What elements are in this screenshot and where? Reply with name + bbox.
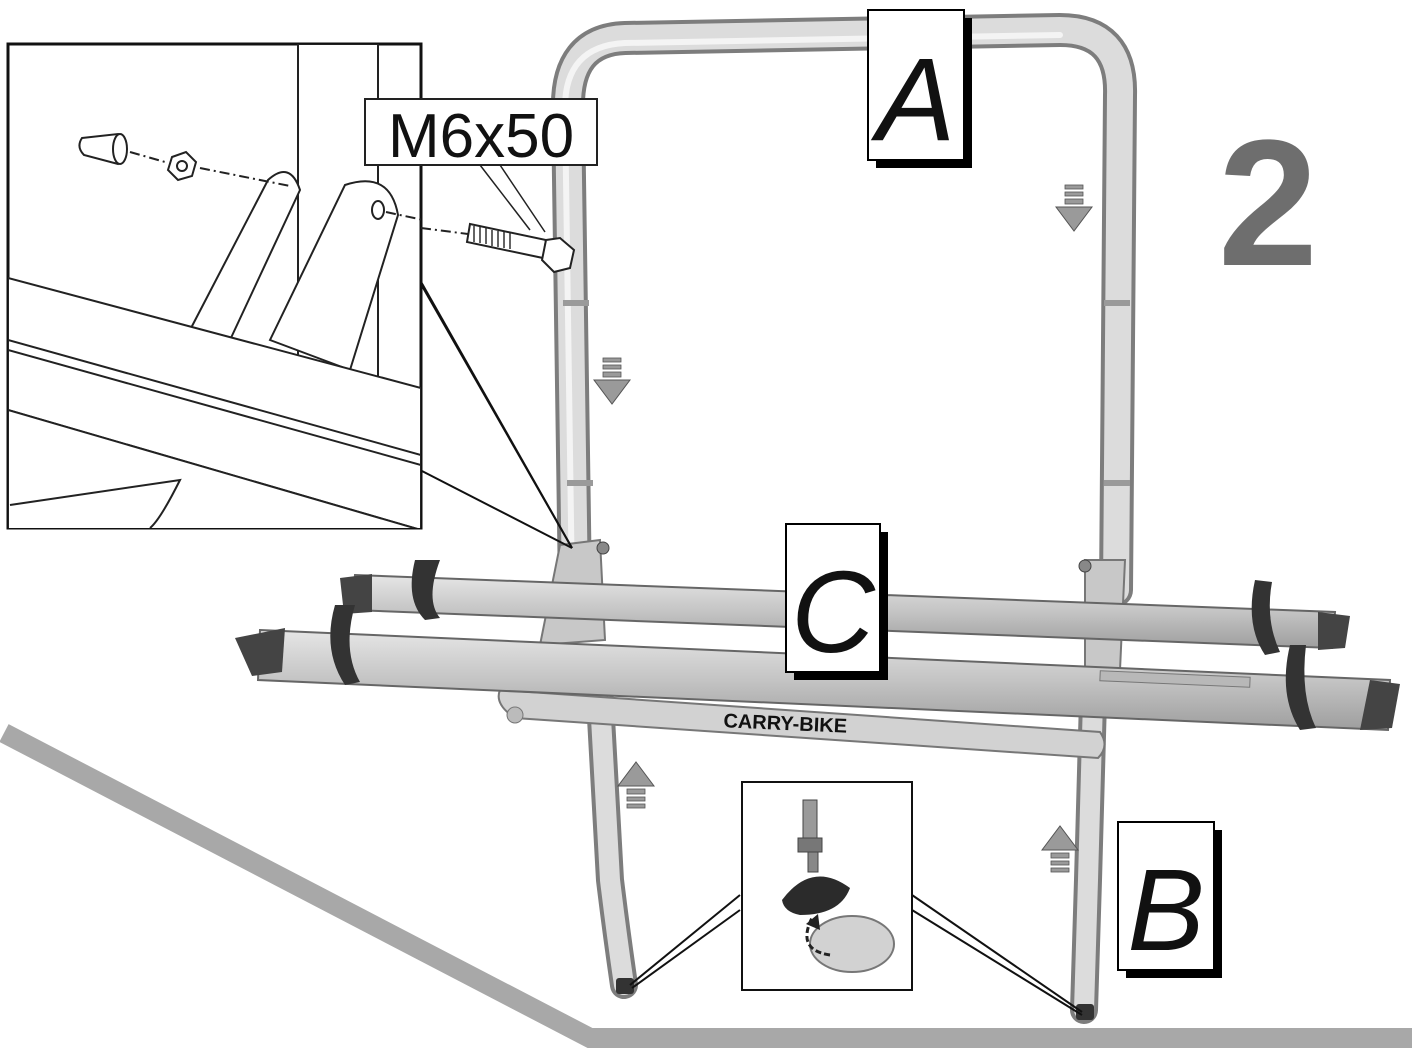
part-label-a-text: A [871, 34, 956, 166]
bolt-size-text: M6x50 [388, 102, 574, 171]
part-label-a: A [867, 9, 972, 168]
ground-line [0, 724, 1412, 1048]
part-label-c: C [785, 523, 888, 680]
step-number: 2 [1218, 103, 1318, 304]
arrow-up-left [617, 761, 655, 809]
arrow-down-left [593, 357, 631, 405]
foot-detail-inset [629, 781, 1083, 1016]
levelling-foot-icon [782, 799, 895, 973]
brand-label: CARRY-BIKE [723, 710, 848, 737]
bolt-detail-inset [6, 42, 576, 530]
upper-frame-a [550, 13, 1138, 607]
lower-frame-b [586, 686, 1107, 1024]
part-label-b-text: B [1127, 845, 1204, 975]
arrow-up-right [1041, 825, 1079, 873]
part-label-b: B [1117, 821, 1222, 978]
license-plate-bar: CARRY-BIKE [497, 688, 1106, 760]
arrow-down-right [1055, 184, 1093, 232]
part-label-c-text: C [791, 547, 876, 677]
bolt-size-label: M6x50 [364, 98, 598, 233]
